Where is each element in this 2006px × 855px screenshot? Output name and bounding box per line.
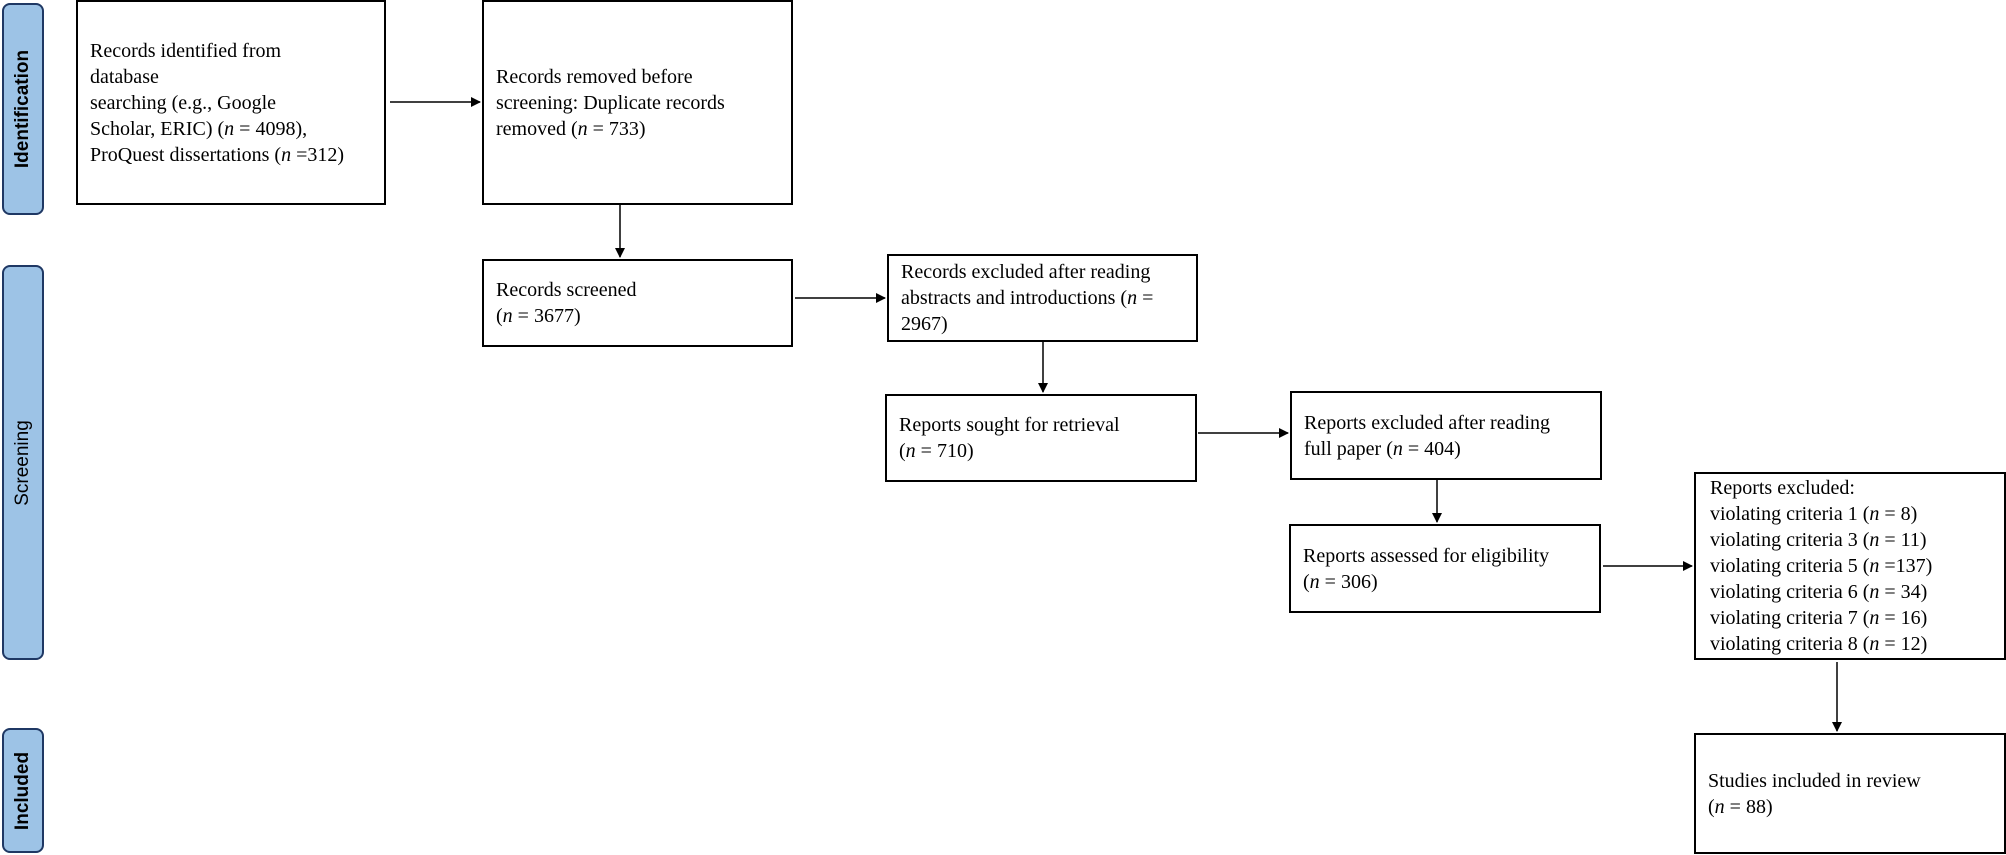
- reports-assessed-text: Reports assessed for eligibility (n = 30…: [1303, 544, 1550, 593]
- records-screened-box: Records screened (n = 3677): [482, 259, 793, 347]
- reports-sought-box: Reports sought for retrieval (n = 710): [885, 394, 1197, 482]
- studies-included-box: Studies included in review (n = 88): [1694, 733, 2006, 854]
- reports-assessed-box: Reports assessed for eligibility (n = 30…: [1289, 524, 1601, 613]
- reports-excluded-full-text: Reports excluded after reading full pape…: [1304, 411, 1551, 460]
- reports-excluded-criteria-box: Reports excluded: violating criteria 1 (…: [1694, 472, 2006, 660]
- reports-sought-text: Reports sought for retrieval (n = 710): [899, 414, 1120, 462]
- phase-screening: Screening: [2, 265, 44, 660]
- records-excluded-box: Records excluded after reading abstracts…: [887, 254, 1198, 342]
- records-identified-text: Records identified from database searchi…: [90, 39, 345, 166]
- records-screened-text: Records screened (n = 3677): [496, 279, 637, 327]
- phase-included: Included: [2, 728, 44, 853]
- studies-included-text: Studies included in review (n = 88): [1708, 769, 1921, 818]
- records-identified-box: Records identified from database searchi…: [76, 0, 386, 205]
- records-removed-text: Records removed before screening: Duplic…: [496, 65, 725, 140]
- reports-excluded-full-box: Reports excluded after reading full pape…: [1290, 391, 1602, 480]
- records-excluded-text: Records excluded after reading abstracts…: [901, 261, 1154, 335]
- reports-excluded-criteria-text: Reports excluded: violating criteria 1 (…: [1710, 477, 1933, 655]
- phase-identification: Identification: [2, 3, 44, 215]
- records-removed-box: Records removed before screening: Duplic…: [482, 0, 793, 205]
